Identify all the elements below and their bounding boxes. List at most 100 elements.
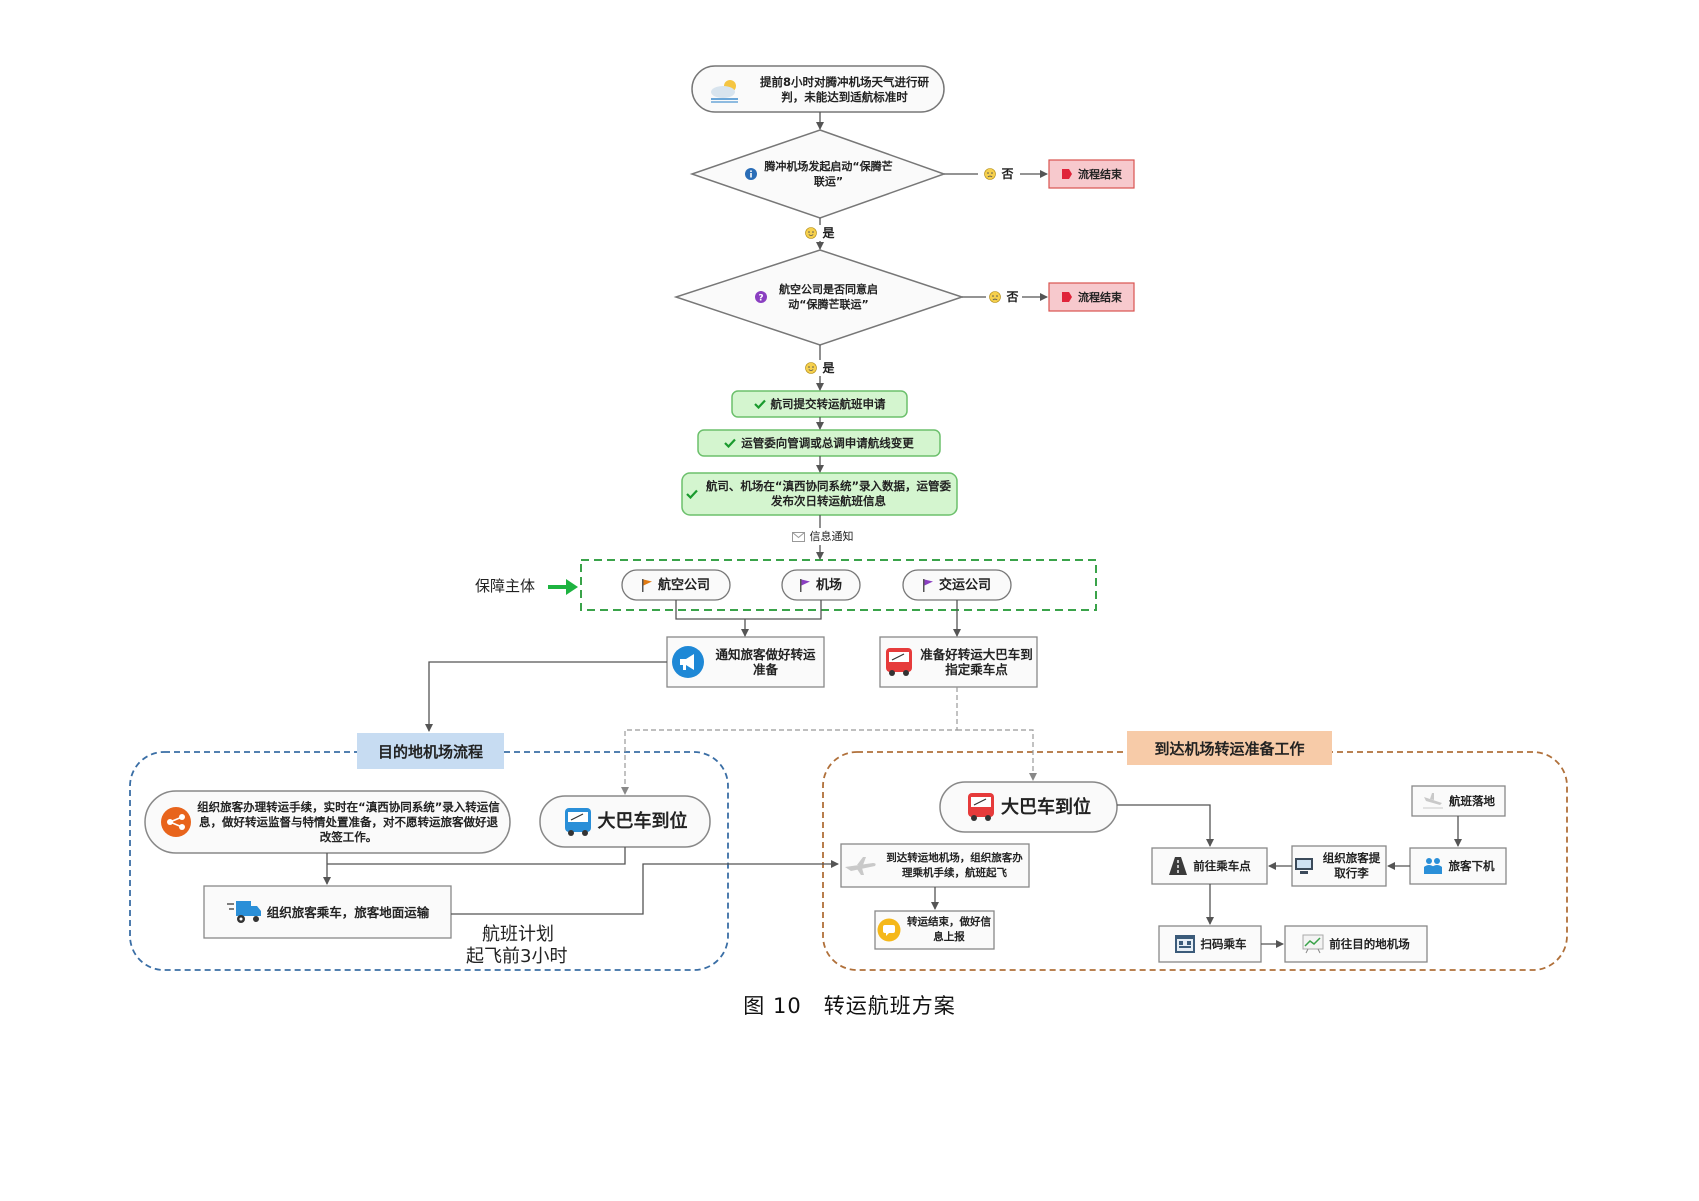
start-text: 提前8小时对腾冲机场天气进行研判，未能达到适航标准时 [760, 75, 929, 104]
step2-shape [697, 429, 941, 457]
end2-text: 流程结束 [1078, 290, 1122, 304]
route-board-icon [1302, 934, 1324, 954]
decision1-text: 腾冲机场发起启动“保腾芒联运” [764, 160, 893, 188]
notify-passengers-node: 通知旅客做好转运准备 [671, 639, 821, 685]
arr-checkin-node: 到达转运地机场，组织旅客办理乘机手续，航班起飞 [843, 845, 1027, 886]
road-icon [1168, 856, 1188, 876]
weather-icon [708, 77, 744, 103]
yes1-label: 是 [800, 225, 840, 241]
qr-scan-icon [1174, 934, 1196, 954]
arr-baggage-node: 组织旅客提取行李 [1294, 847, 1384, 885]
bus-icon [966, 791, 996, 823]
guarantee-label: 保障主体 [475, 577, 536, 595]
arr-title-bg [1127, 731, 1332, 765]
flag-icon [799, 578, 811, 592]
arr-goto-dest-text: 前往目的地机场 [1329, 936, 1410, 951]
megaphone-icon [671, 645, 705, 679]
arr-disembark-text: 旅客下机 [1448, 858, 1495, 873]
stop-icon [1061, 291, 1073, 303]
party-transport: 交运公司 [903, 570, 1011, 600]
plane-icon [1422, 793, 1444, 809]
flag-icon [641, 578, 653, 592]
info-icon [745, 168, 757, 180]
arr-landing-text: 航班落地 [1449, 793, 1495, 808]
arr-goto-point-shape [1151, 847, 1268, 885]
computer-icon [1294, 857, 1314, 875]
step3-text: 航司、机场在“滇西协同系统”录入数据，运管委发布次日转运航班信息 [705, 479, 952, 508]
start-node: 提前8小时对腾冲机场天气进行研判，未能达到适航标准时 [708, 70, 940, 110]
sad-face-icon [989, 291, 1002, 303]
no2-text: 否 [1006, 289, 1019, 304]
check-icon [753, 399, 766, 409]
mail-icon [791, 531, 805, 542]
sad-face-icon [984, 168, 997, 180]
arr-bus-text: 大巴车到位 [1001, 796, 1091, 818]
notify-text: 信息通知 [809, 530, 854, 543]
step3-node: 航司、机场在“滇西协同系统”录入数据，运管委发布次日转运航班信息 [686, 474, 954, 514]
arr-scan-text: 扫码乘车 [1200, 936, 1247, 951]
conn-bus-dashed-dest [621, 687, 958, 795]
bus-icon [563, 806, 593, 838]
truck-icon [226, 898, 262, 926]
arr-title: 到达机场转运准备工作 [1154, 739, 1305, 758]
guarantee-arrow [548, 579, 578, 595]
smile-face-icon [805, 227, 818, 239]
conn-arrbus-point [1117, 804, 1214, 847]
start-node-shape [691, 65, 945, 113]
network-icon [160, 806, 192, 838]
end2-node: 流程结束 [1049, 283, 1134, 311]
people-icon [1422, 857, 1444, 875]
arr-checkin-text: 到达转运地机场，组织旅客办理乘机手续，航班起飞 [886, 851, 1023, 879]
smile-face-icon [805, 362, 818, 374]
dest-title: 目的地机场流程 [377, 742, 483, 761]
arr-goto-dest-node: 前往目的地机场 [1285, 926, 1427, 962]
flight-plan-label-2: 起飞前3小时 [466, 946, 568, 967]
decision2-text: 航空公司是否同意启动“保腾芒联运” [779, 283, 878, 311]
chat-icon [877, 918, 901, 942]
party-airport: 机场 [782, 570, 860, 600]
dest-board-node: 组织旅客乘车，旅客地面运输 [206, 888, 449, 936]
step2-node: 运管委向管调或总调申请航线变更 [698, 430, 940, 456]
prepare-bus-node: 准备好转运大巴车到指定乘车点 [884, 639, 1034, 685]
check-icon [686, 489, 698, 499]
arr-scan-node: 扫码乘车 [1159, 926, 1261, 962]
no1-text: 否 [1001, 166, 1014, 181]
dest-bus-node: 大巴车到位 [540, 796, 710, 847]
flight-plan-label-1: 航班计划 [482, 924, 554, 945]
arr-goto-point-text: 前往乘车点 [1193, 858, 1251, 873]
party-airline: 航空公司 [622, 570, 730, 600]
yes2-text: 是 [822, 360, 835, 375]
party-airport-text: 机场 [815, 577, 842, 593]
figure-caption: 图 10 转运航班方案 [743, 994, 956, 1018]
decision2-node: ? 航空公司是否同意启动“保腾芒联运” [755, 272, 885, 322]
conn-dest-bus-board [327, 847, 626, 865]
arr-baggage-text: 组织旅客提取行李 [1322, 851, 1381, 880]
dest-bus-text: 大巴车到位 [597, 811, 688, 832]
notify-label: 信息通知 [775, 528, 870, 545]
notify-passengers-text: 通知旅客做好转运准备 [715, 647, 816, 677]
yes2-label: 是 [800, 360, 840, 376]
arr-landing-node: 航班落地 [1412, 786, 1505, 816]
no1-label: 否 [977, 166, 1021, 182]
stop-icon [1061, 168, 1073, 180]
arr-report-node: 转运结束，做好信息上报 [877, 912, 992, 948]
step1-text: 航司提交转运航班申请 [770, 396, 886, 411]
question-icon: ? [755, 291, 767, 303]
prepare-bus-text: 准备好转运大巴车到指定乘车点 [920, 647, 1033, 677]
yes1-text: 是 [822, 225, 835, 240]
plane-icon [843, 855, 877, 877]
arr-report-text: 转运结束，做好信息上报 [907, 916, 991, 943]
conn-parties-notify [675, 600, 822, 620]
step2-text: 运管委向管调或总调申请航线变更 [741, 435, 914, 450]
dest-board-text: 组织旅客乘车，旅客地面运输 [266, 904, 430, 920]
no2-label: 否 [985, 289, 1023, 305]
end1-text: 流程结束 [1078, 167, 1122, 181]
dest-organize-node: 组织旅客办理转运手续，实时在“滇西协同系统”录入转运信息，做好转运监督与特情处置… [160, 793, 500, 851]
check-icon [724, 438, 737, 448]
step1-node: 航司提交转运航班申请 [732, 391, 907, 417]
end1-node: 流程结束 [1049, 160, 1134, 188]
dest-title-bg [357, 733, 504, 769]
svg-text:?: ? [758, 293, 763, 303]
flag-icon [922, 578, 934, 592]
party-airline-text: 航空公司 [657, 577, 710, 593]
